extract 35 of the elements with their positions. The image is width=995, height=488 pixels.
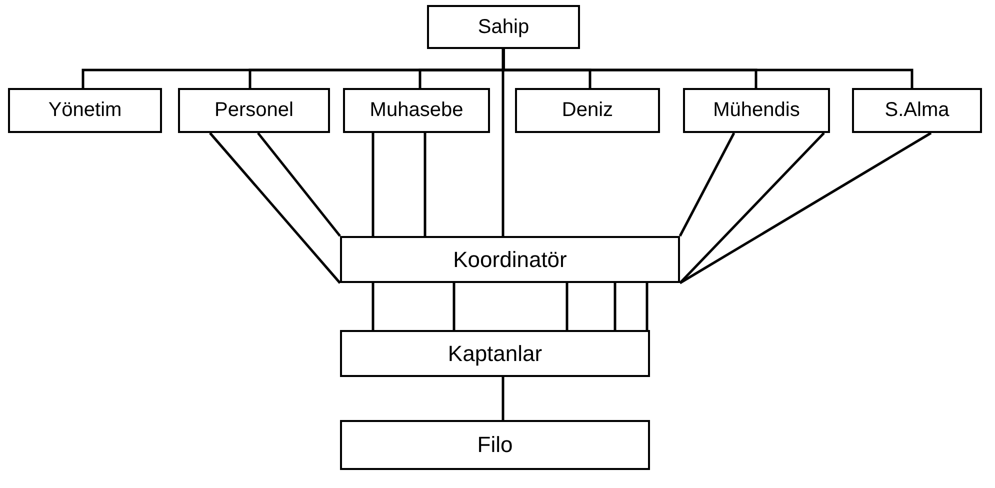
org-box bbox=[515, 88, 660, 133]
org-box bbox=[340, 420, 650, 470]
box-label: S.Alma bbox=[884, 99, 950, 122]
connector-line bbox=[209, 132, 341, 284]
org-box bbox=[340, 236, 680, 283]
org-box bbox=[427, 5, 580, 49]
connector-line bbox=[679, 132, 932, 284]
connector-line bbox=[372, 133, 374, 236]
connector-line bbox=[257, 132, 341, 237]
org-box bbox=[340, 330, 650, 377]
connector-line bbox=[502, 49, 914, 88]
connector-line bbox=[566, 283, 568, 330]
connector-line bbox=[502, 49, 504, 236]
connector-line bbox=[502, 377, 504, 420]
box-label: Deniz bbox=[562, 99, 614, 122]
box-label: Yönetim bbox=[48, 99, 122, 122]
connector-line bbox=[614, 283, 616, 330]
box-label: Sahip bbox=[478, 16, 530, 38]
box-label: Mühendis bbox=[713, 99, 800, 122]
connector-line bbox=[646, 283, 648, 330]
box-label: Muhasebe bbox=[370, 99, 464, 122]
connector-line bbox=[372, 283, 374, 330]
org-box bbox=[852, 88, 982, 133]
org-box bbox=[683, 88, 830, 133]
box-label: Koordinatör bbox=[453, 246, 567, 272]
box-label: Kaptanlar bbox=[448, 340, 542, 366]
connector-line bbox=[678, 132, 736, 237]
connector-line bbox=[424, 133, 426, 236]
org-box bbox=[8, 88, 162, 133]
org-box bbox=[178, 88, 330, 133]
connector-line bbox=[452, 283, 456, 330]
box-label: Personel bbox=[214, 99, 294, 122]
connector-line bbox=[679, 132, 825, 284]
org-box bbox=[343, 88, 490, 133]
box-label: Filo bbox=[477, 432, 513, 458]
